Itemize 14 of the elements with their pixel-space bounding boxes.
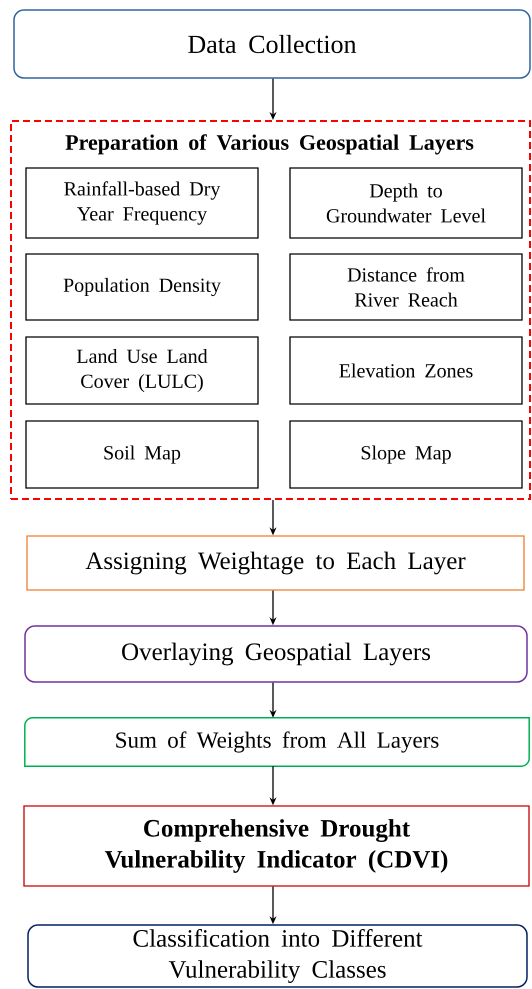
- process-box: Sum of Weights from All Layers: [24, 717, 530, 767]
- layer-box: Slope Map: [289, 420, 523, 489]
- process-box: Data Collection: [13, 9, 531, 79]
- layer-box: Distance from River Reach: [289, 253, 523, 321]
- result-box: Comprehensive Drought Vulnerability Indicator (CDVI): [23, 805, 530, 887]
- layer-box: Elevation Zones: [289, 336, 523, 405]
- layer-box: Land Use Land Cover (LULC): [25, 336, 259, 405]
- process-box: Overlaying Geospatial Layers: [24, 625, 528, 683]
- layer-box: Rainfall-based Dry Year Frequency: [25, 167, 259, 239]
- layer-box: Depth to Groundwater Level: [289, 167, 523, 239]
- layer-box: Soil Map: [25, 420, 259, 489]
- layer-box: Population Density: [25, 253, 259, 321]
- process-box: Assigning Weightage to Each Layer: [26, 535, 525, 591]
- process-box: Classification into Different Vulnerability Classes: [27, 924, 528, 988]
